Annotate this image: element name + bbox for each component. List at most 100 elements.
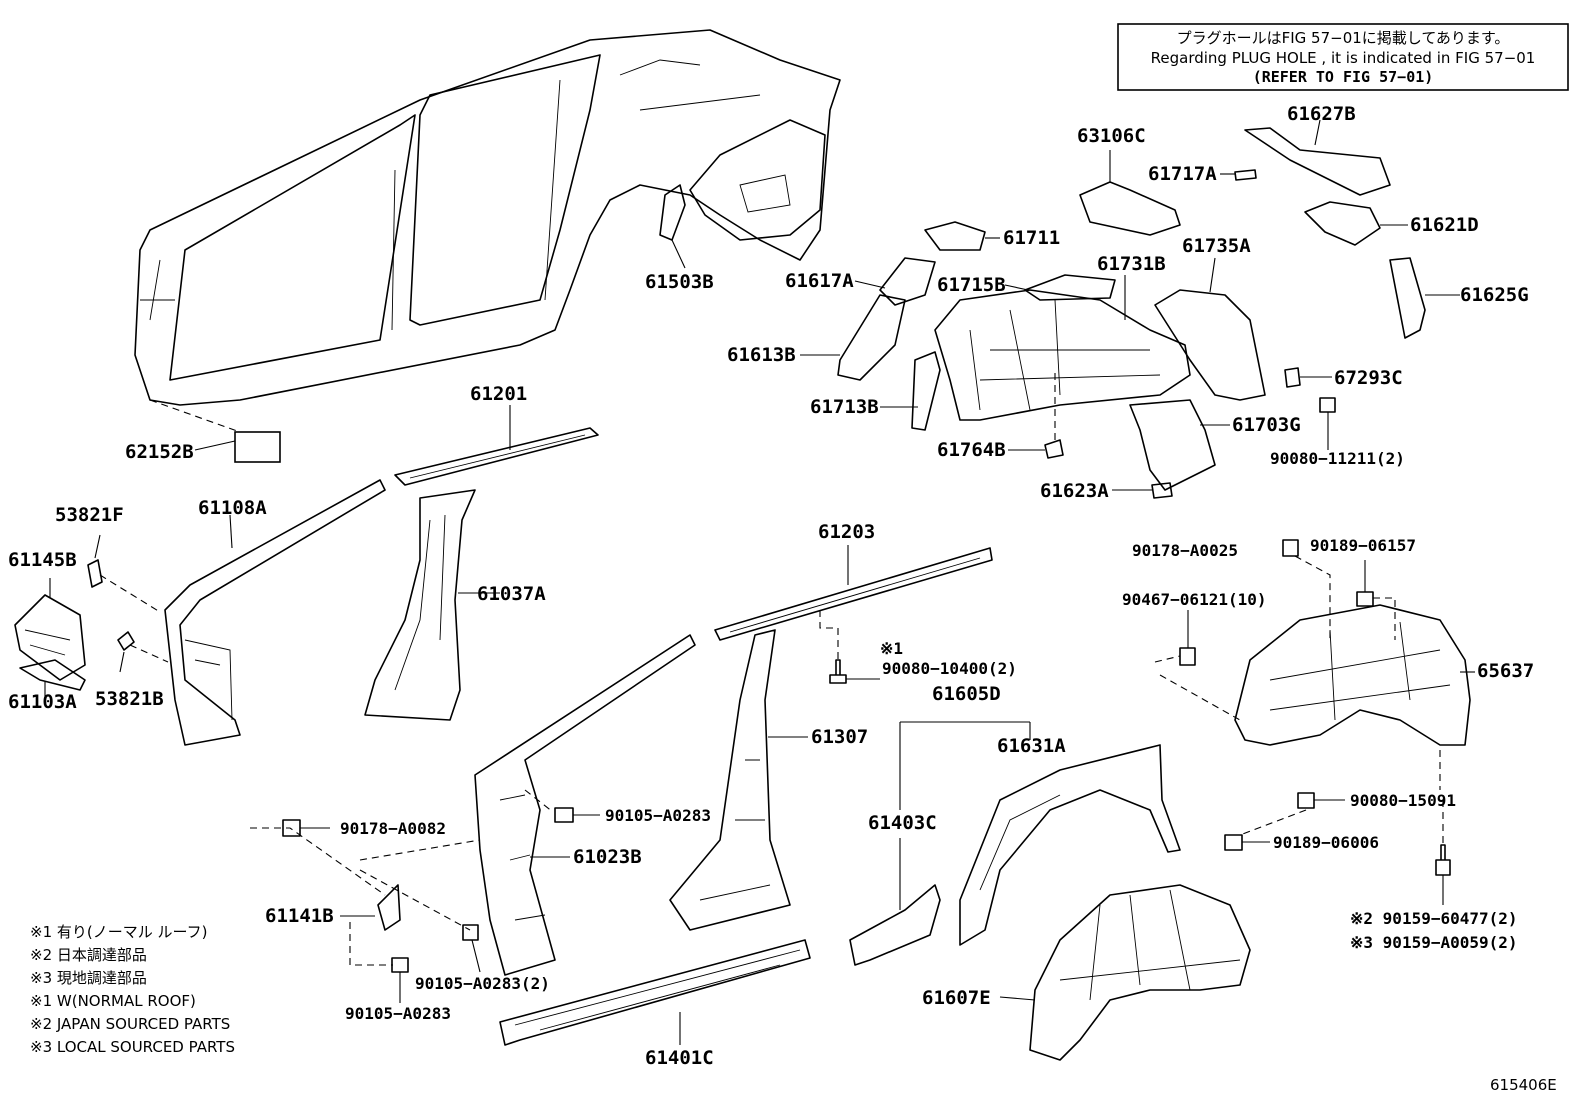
label-61713b: 61713B — [810, 396, 879, 418]
extension-61403c — [849, 884, 941, 966]
label-53821b: 53821B — [95, 688, 164, 710]
label-61735a: 61735A — [1182, 235, 1251, 257]
notice-ref: (REFER TO FIG 57−01) — [1253, 68, 1434, 86]
figure-code: 615406E — [1490, 1076, 1557, 1094]
panel-63106c — [1079, 181, 1181, 236]
label-61103a: 61103A — [8, 691, 77, 713]
label-90080-15091: 90080−15091 — [1350, 791, 1456, 810]
gusset-61715b — [1024, 274, 1116, 301]
extension-61625g — [1389, 257, 1426, 339]
label-61605d: 61605D — [932, 683, 1001, 705]
bracket-61764b — [1044, 439, 1064, 459]
bracket-61623a — [1151, 482, 1173, 499]
label-61145b: 61145B — [8, 549, 77, 571]
sound-absorber-pad — [234, 431, 281, 463]
label-61403c: 61403C — [868, 812, 937, 834]
roof-side-rail-61201 — [394, 427, 599, 486]
label-53821f: 53821F — [55, 504, 124, 526]
wheelhouse-inner-61607e — [1029, 884, 1251, 1061]
clip-61717a — [1234, 169, 1257, 181]
gusset-61621d — [1304, 201, 1381, 246]
label-61141b: 61141B — [265, 905, 334, 927]
label-90189-06006: 90189−06006 — [1273, 833, 1379, 852]
legend-line-4: ※1 W(NORMAL ROOF) — [30, 992, 196, 1010]
label-61023b: 61023B — [573, 846, 642, 868]
legend-line-6: ※3 LOCAL SOURCED PARTS — [30, 1038, 235, 1056]
label-90178-a0025: 90178−A0025 — [1132, 541, 1238, 560]
part-labels: 61201 62152B 61503B 63106C 61627B 61717A… — [8, 103, 1534, 1069]
label-61717a: 61717A — [1148, 163, 1217, 185]
label-61617a: 61617A — [785, 270, 854, 292]
rocker-panel-61401c — [499, 939, 811, 1046]
label-61625g: 61625G — [1460, 284, 1529, 306]
center-pillar-inner-61307 — [669, 629, 791, 931]
clip-53821f — [87, 559, 103, 588]
rail-61627b — [1244, 127, 1391, 196]
label-61711: 61711 — [1003, 227, 1060, 249]
clip-90189-06006 — [1224, 834, 1243, 851]
bracket-61145b — [14, 594, 86, 681]
label-90159-a0059: ※3 90159−A0059(2) — [1350, 933, 1518, 952]
label-67293c: 67293C — [1334, 367, 1403, 389]
label-90467-06121: 90467−06121(10) — [1122, 590, 1267, 609]
label-61307: 61307 — [811, 726, 868, 748]
label-61503b: 61503B — [645, 271, 714, 293]
legend-line-3: ※3 現地調達部品 — [30, 969, 147, 987]
bolt-90080-11211 — [1319, 397, 1336, 413]
label-90105-a0283-2: 90105−A0283(2) — [415, 974, 550, 993]
legend-line-2: ※2 日本調達部品 — [30, 946, 147, 964]
label-65637: 65637 — [1477, 660, 1534, 682]
label-61631a: 61631A — [997, 735, 1066, 757]
label-61203: 61203 — [818, 521, 875, 543]
clip-67293c — [1284, 367, 1301, 388]
label-61201: 61201 — [470, 383, 527, 405]
legend: ※1 有り(ノーマル ルーフ) ※2 日本調達部品 ※3 現地調達部品 ※1 W… — [30, 923, 235, 1056]
wheelhouse-outer-61631a — [959, 744, 1181, 946]
clip-90467-06121 — [1179, 647, 1196, 666]
label-90080-11211: 90080−11211(2) — [1270, 449, 1405, 468]
label-61621d: 61621D — [1410, 214, 1479, 236]
bolt-90105-a0283-2 — [462, 924, 479, 941]
brace-61713b — [911, 351, 941, 431]
label-61037a: 61037A — [477, 583, 546, 605]
label-61715b: 61715B — [937, 274, 1006, 296]
extension-61703g — [1129, 399, 1216, 491]
label-61623a: 61623A — [1040, 480, 1109, 502]
label-63106c: 63106C — [1077, 125, 1146, 147]
label-61401c: 61401C — [645, 1047, 714, 1069]
label-mark1: ※1 — [880, 639, 903, 658]
pillar-61613b — [837, 294, 906, 381]
label-90159-60477: ※2 90159−60477(2) — [1350, 909, 1518, 928]
nut-90178-a0025 — [1282, 539, 1299, 557]
label-61108a: 61108A — [198, 497, 267, 519]
notice-en: Regarding PLUG HOLE , it is indicated in… — [1151, 49, 1536, 67]
label-61731b: 61731B — [1097, 253, 1166, 275]
label-90105-a0283-b: 90105−A0283 — [345, 1004, 451, 1023]
label-90178-a0082: 90178−A0082 — [340, 819, 446, 838]
body-side-outer-panel — [134, 29, 841, 406]
bolt-90105-a0283-b — [391, 957, 409, 973]
notice-box: プラグホールはFIG 57−01に掲載してあります。 Regarding PLU… — [1117, 23, 1569, 91]
clip-90189-06157 — [1356, 591, 1374, 607]
legend-line-1: ※1 有り(ノーマル ルーフ) — [30, 923, 207, 941]
label-61764b: 61764B — [937, 439, 1006, 461]
front-pillar-inner-61023b — [474, 634, 696, 976]
legend-line-5: ※2 JAPAN SOURCED PARTS — [30, 1015, 230, 1033]
quarter-inner-61731b — [934, 289, 1191, 421]
bracket-61103a — [19, 659, 86, 691]
label-61607e: 61607E — [922, 987, 991, 1009]
label-90189-06157: 90189−06157 — [1310, 536, 1416, 555]
roof-rail-61203 — [714, 547, 993, 641]
bracket-61503b — [659, 184, 686, 241]
extension-61735a — [1154, 289, 1266, 401]
clip-53821b — [117, 631, 135, 651]
bolt-90105-a0283-a — [554, 807, 574, 823]
label-90105-a0283-a: 90105−A0283 — [605, 806, 711, 825]
bolt-90080-15091 — [1297, 792, 1315, 809]
label-61613b: 61613B — [727, 344, 796, 366]
bolt-90080-10400 — [829, 659, 847, 684]
reinforcement-61617a — [879, 257, 936, 306]
front-pillar-61108a — [164, 479, 386, 746]
label-61703g: 61703G — [1232, 414, 1301, 436]
